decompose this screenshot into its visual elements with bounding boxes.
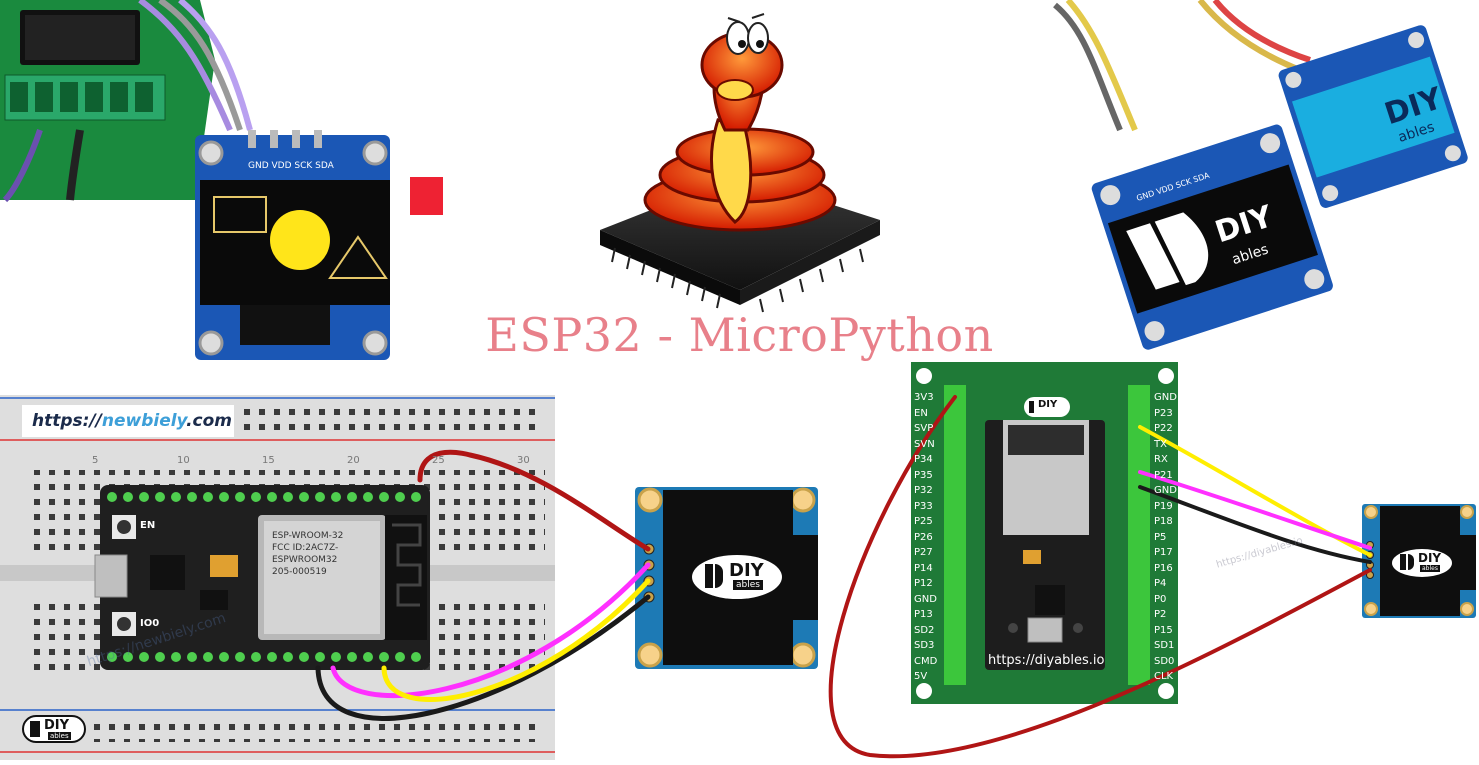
diyables-logo: DIY ables [22,715,86,743]
oled-left-logo-mark [705,564,713,588]
pin-3v3: 3V3 [914,392,934,403]
pin-sd2: SD2 [914,624,935,636]
oled-right-logo-mark [1400,554,1406,570]
oled-right-logo-sub: ables [1420,565,1440,572]
pin-p0: P0 [1154,593,1167,605]
pin-p19: P19 [1154,500,1173,512]
pin-p33: P33 [914,500,933,512]
wire-red-right [828,395,1372,759]
terminal-board-logo-text: DIY [1038,399,1058,410]
pin-p17: P17 [1154,547,1173,558]
pin-p35: P35 [914,469,933,481]
pin-p13: P13 [914,609,933,620]
wire-black-left [315,594,651,721]
pin-sd3: SD3 [914,640,935,651]
pin-tx: TX [1154,438,1167,450]
col-20: 20 [347,455,360,466]
pin-p26: P26 [914,531,933,543]
pin-gnd-r1: GND [1154,392,1177,403]
oled-right-logo-mark2 [1408,554,1414,570]
diyables-logo-mark [30,721,40,737]
right-pin-labels: GND P23 P22 TX RX P21 GND P19 P18 P5 P17… [1154,390,1184,685]
pin-p14: P14 [914,562,933,574]
pin-sd1: SD1 [1154,640,1175,651]
pin-clk: CLK [1154,671,1174,682]
wire-magenta-left [330,562,651,699]
oled-right-logo: DIY ables [1400,551,1450,576]
photo-oled-diyables: DIY ables GND VDD SCK SDA DIY ables [1053,0,1468,350]
oled-photo-pin-labels: GND VDD SCK SDA [248,161,335,171]
diyables-logo-sub: ables [48,732,71,740]
pin-p15: P15 [1154,624,1173,636]
col-15: 15 [262,455,275,466]
col-10: 10 [177,455,190,466]
oled-right-logo-text: DIY [1418,551,1442,565]
oled-left-logo: DIY ables [705,560,775,595]
oled-left-logo-sub: ables [733,580,763,590]
terminal-board-logo: DIY [1024,397,1070,417]
terminal-board-logo-mark [1029,401,1034,413]
col-25: 25 [432,455,445,466]
screw-terminal-board [911,362,1476,704]
breadboard-url-label: https://newbiely.com [22,405,234,437]
breadboard-column-numbers: 5 10 15 20 25 30 [92,455,542,469]
pin-5v: 5V [914,671,928,682]
pin-gnd-left: GND [914,593,937,605]
btn-en-label: EN [140,520,156,531]
pin-rx: RX [1154,454,1168,465]
pin-p21: P21 [1154,469,1173,481]
left-pin-labels: 3V3 EN SVP SVN P34 P35 P32 P33 P25 P26 P… [914,390,944,685]
module-name: ESP-WROOM-32 [272,531,344,541]
wire-red-left [417,449,651,552]
pin-gnd-r2: GND [1154,485,1177,496]
pin-p23: P23 [1154,407,1173,419]
pin-p25: P25 [914,516,933,527]
wire-black-right [1138,485,1372,564]
pin-en: EN [914,407,928,419]
pin-p5: P5 [1154,531,1167,543]
pin-p32: P32 [914,485,933,496]
pin-svp: SVP [914,423,934,434]
pin-p16: P16 [1154,562,1173,574]
pin-svn: SVN [914,438,935,450]
col-30: 30 [517,455,530,466]
btn-io0-label: IO0 [140,618,160,629]
pin-p4: P4 [1154,578,1167,589]
module-fcc: FCC ID:2AC7Z-ESPWROOM32 [272,543,339,565]
url-brand: newbiely [101,411,187,431]
pin-p12: P12 [914,578,933,589]
wire-magenta-right [1138,470,1372,550]
module-cert: 205-000519 [272,567,327,577]
pin-sd0: SD0 [1154,655,1175,667]
micropython-logo [600,13,880,313]
url-prefix: https:// [32,411,102,431]
pin-cmd: CMD [914,655,938,667]
pin-p27: P27 [914,547,933,558]
col-5: 5 [92,455,99,466]
pin-p18: P18 [1154,516,1173,527]
wires [315,395,1372,759]
breadboard [0,395,818,760]
terminal-board-url: https://diyables.io [988,653,1105,668]
wire-yellow-left [381,578,651,702]
pin-p22: P22 [1154,423,1173,434]
pin-p34: P34 [914,454,933,465]
page-title: ESP32 - MicroPython [485,308,994,362]
url-suffix: .com [186,411,233,431]
red-square [410,177,443,215]
photo-oled-shapes: GND VDD SCK SDA [0,0,443,360]
module-text: ESP-WROOM-32 FCC ID:2AC7Z-ESPWROOM32 205… [272,530,372,578]
oled-left-logo-mark2 [715,564,723,588]
pin-p2: P2 [1154,609,1167,620]
diyables-logo-text: DIY [44,718,70,733]
oled-left-logo-text: DIY [729,560,764,581]
